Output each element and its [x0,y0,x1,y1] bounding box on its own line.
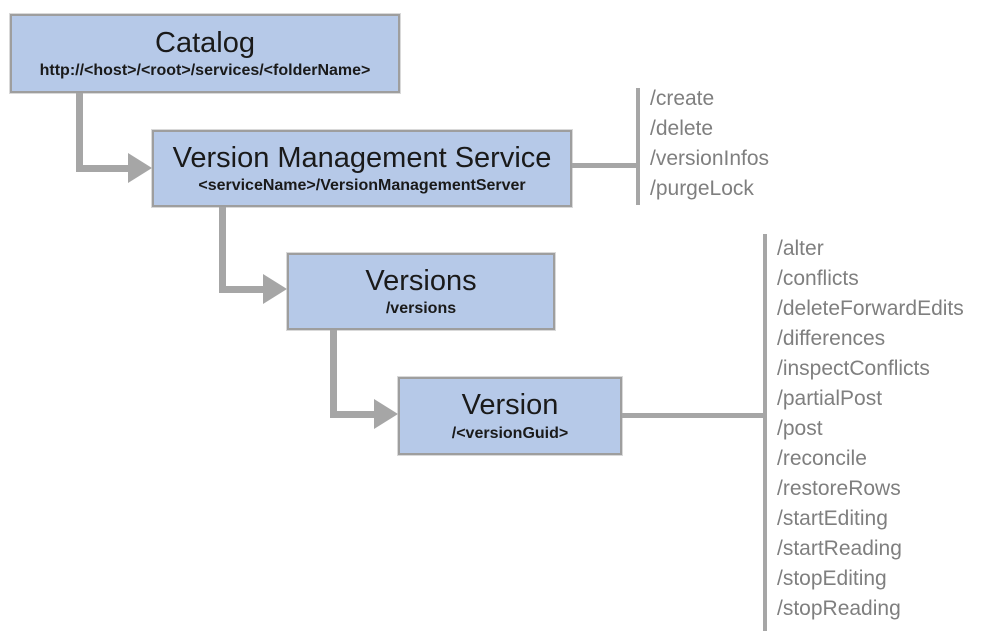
operation-item: /post [777,417,823,440]
operation-item: /create [650,87,715,110]
operation-item: /differences [777,327,886,350]
node-catalog: Catalog http://<host>/<root>/services/<f… [10,14,400,93]
operation-item: /deleteForwardEdits [777,297,964,320]
operation-item: /partialPost [777,387,883,410]
node-vms-title: Version Management Service [172,141,552,174]
operation-item: /inspectConflicts [777,357,930,380]
connector-catalog-vms-horizontal [76,165,130,172]
operation-item: /startReading [777,537,902,560]
vms-operations-bracket-vertical [636,88,640,205]
operation-item: /versionInfos [650,147,770,170]
node-vms-subtitle: <serviceName>/VersionManagementServer [198,177,526,195]
operation-item: /stopEditing [777,567,887,590]
node-catalog-subtitle: http://<host>/<root>/services/<folderNam… [39,62,371,80]
connector-vms-versions-horizontal [219,286,265,293]
node-version: Version /<versionGuid> [398,377,622,455]
version-operations-list: /alter /conflicts /deleteForwardEdits /d… [777,234,964,624]
operation-item: /delete [650,117,714,140]
node-version-title: Version [461,389,559,422]
node-version-subtitle: /<versionGuid> [451,424,569,442]
connector-versions-version-horizontal [330,411,376,418]
connector-versions-version-vertical [330,330,337,418]
operation-item: /restoreRows [777,477,901,500]
node-versions-subtitle: /versions [385,300,457,318]
node-catalog-title: Catalog [155,26,255,59]
node-versions-title: Versions [365,264,477,297]
node-versions: Versions /versions [287,253,555,330]
operation-item: /startEditing [777,507,888,530]
operation-item: /reconcile [777,447,867,470]
connector-vms-versions-arrowhead-icon [263,274,287,304]
connector-vms-versions-vertical [219,207,226,293]
vms-operations-bracket-horizontal [572,163,638,168]
version-operations-bracket-horizontal [622,413,765,418]
operation-item: /alter [777,237,824,260]
connector-versions-version-arrowhead-icon [374,399,398,429]
operation-item: /conflicts [777,267,859,290]
connector-catalog-vms-vertical [76,93,83,172]
operation-item: /purgeLock [650,177,754,200]
connector-catalog-vms-arrowhead-icon [128,153,152,183]
node-version-management-service: Version Management Service <serviceName>… [152,130,572,207]
operation-item: /stopReading [777,597,901,620]
version-operations-bracket-vertical [763,234,767,631]
vms-operations-list: /create /delete /versionInfos /purgeLock [650,84,769,204]
